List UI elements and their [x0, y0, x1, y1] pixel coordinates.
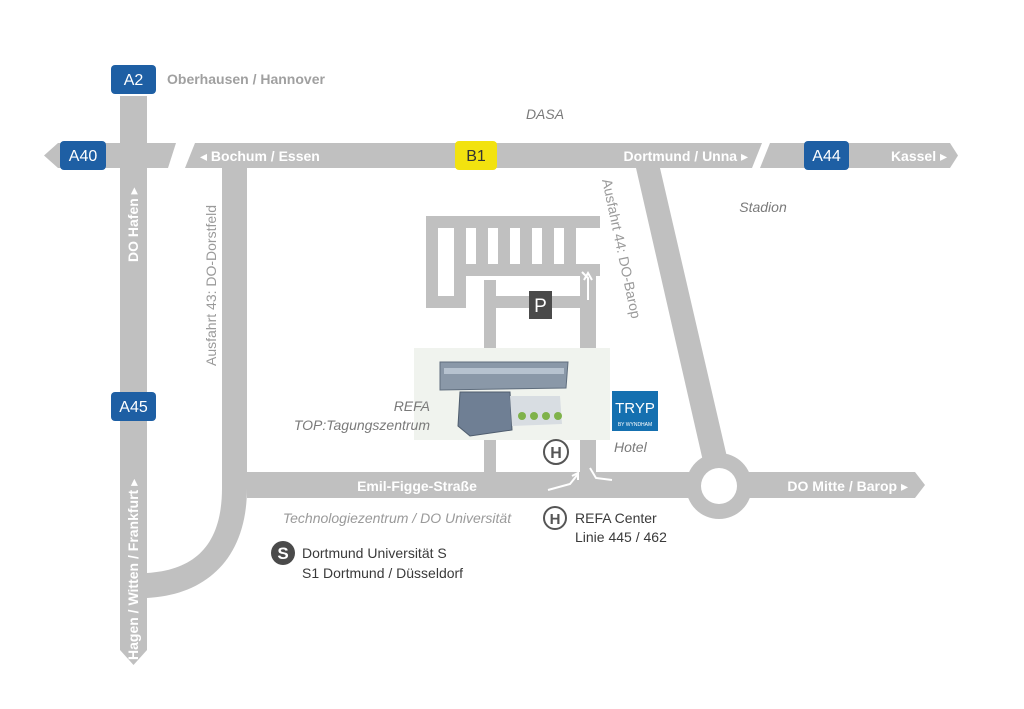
shield-b1-label: B1 [466, 148, 486, 165]
shield-a40: A40 [60, 141, 106, 170]
shield-a44-label: A44 [812, 148, 841, 165]
do-mitte-label: DO Mitte / Barop ▸ [787, 478, 908, 494]
tryp-sub-text: BY WYNDHAM [618, 422, 652, 428]
tree [542, 412, 550, 420]
bus-legend-letter: H [550, 511, 561, 528]
bus-legend-icon: H [543, 506, 567, 530]
parking-sign-letter: P [534, 296, 547, 317]
bus-stop-lines: Linie 445 / 462 [575, 529, 667, 545]
refa-label: REFA [394, 398, 430, 414]
shield-a45: A45 [111, 392, 156, 421]
stadion-label: Stadion [739, 199, 787, 215]
dasa-label: DASA [526, 106, 564, 122]
shield-a45-bg [111, 392, 156, 421]
a2-destination-label: Oberhausen / Hannover [167, 71, 325, 87]
sbahn-icon: S [271, 541, 295, 565]
sbahn-circle [271, 541, 295, 565]
bus-stop-letter: H [550, 445, 562, 462]
shield-a44-bg [804, 141, 849, 170]
techno-label: Technologiezentrum / DO Universität [283, 510, 512, 526]
road-network [44, 96, 958, 665]
arrow-curve-icon [589, 467, 613, 481]
exit44-road [636, 168, 730, 470]
tryp-brand-text: TRYP [615, 400, 655, 417]
emil-figge-label: Emil-Figge-Straße [357, 478, 477, 494]
roundabout-center [701, 468, 737, 504]
bus-stop-name: REFA Center [575, 510, 657, 526]
a45-road-north [120, 96, 147, 143]
shield-a2-label: A2 [124, 72, 144, 89]
kassel-label: Kassel ▸ [891, 148, 947, 164]
tryp-hotel-logo: TRYP BY WYNDHAM [612, 391, 658, 431]
building-connector [510, 396, 562, 426]
exit43-road [147, 168, 247, 598]
hotel-label: Hotel [614, 439, 648, 455]
building-roof-stripe [444, 368, 564, 374]
sbahn-station: Dortmund Universität S [302, 545, 447, 561]
sbahn-letter: S [277, 544, 288, 563]
sbahn-line: S1 Dortmund / Düsseldorf [302, 565, 463, 581]
parking-lot [426, 216, 600, 308]
a45-road-south-tip [120, 650, 147, 665]
shield-a45-label: A45 [119, 399, 148, 416]
tree [530, 412, 538, 420]
bus-stop-icon: H [543, 439, 569, 465]
arrow-curve-icon [547, 471, 579, 491]
hagen-label: Hagen / Witten / Frankfurt ▸ [125, 479, 141, 660]
building-main-wing [439, 361, 569, 391]
parking-sign-bg [529, 291, 552, 319]
shield-a44: A44 [804, 141, 849, 170]
shield-b1-bg [455, 141, 497, 170]
emil-figge-road [247, 472, 925, 498]
exit44-label: Ausfahrt 44: DO-Barop [599, 177, 644, 320]
tree [518, 412, 526, 420]
west-destination-label: ◂ Bochum / Essen [200, 148, 320, 164]
building-south-block [457, 391, 513, 437]
arrow-up-icon [581, 270, 593, 300]
east-destination-label: Dortmund / Unna ▸ [624, 148, 748, 164]
parking-sign: P [529, 291, 552, 319]
tree [554, 412, 562, 420]
shield-a2: A2 [111, 65, 156, 94]
exit43-label: Ausfahrt 43: DO-Dorstfeld [203, 205, 219, 366]
do-hafen-label: DO Hafen ▸ [125, 187, 141, 262]
top-label: TOP:Tagungszentrum [294, 417, 431, 433]
bus-legend-circle [543, 506, 567, 530]
tryp-logo-bg [612, 391, 658, 431]
shield-a40-label: A40 [69, 148, 98, 165]
refa-building [414, 348, 610, 440]
shield-a40-bg [60, 141, 106, 170]
shield-a2-bg [111, 65, 156, 94]
shield-b1: B1 [455, 141, 497, 170]
bus-stop-circle [543, 439, 569, 465]
